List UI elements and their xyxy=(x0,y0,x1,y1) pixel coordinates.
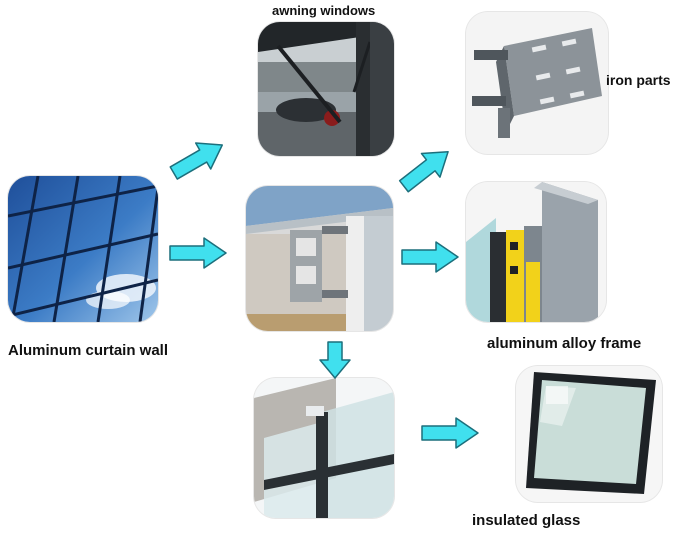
aluminum-alloy-frame-image xyxy=(466,182,606,322)
aluminum-alloy-frame-label: aluminum alloy frame xyxy=(487,335,642,352)
arrow-curtain-wall-to-bracket xyxy=(169,237,227,269)
insulated-glass-image xyxy=(516,366,662,502)
arrow-to-insulated-glass xyxy=(421,417,479,449)
awning-windows-image xyxy=(258,22,394,156)
curtain-wall-label: Aluminum curtain wall xyxy=(8,342,169,359)
arrow-to-curtain-wall-section xyxy=(319,341,351,379)
iron-parts-image xyxy=(466,12,608,154)
curtain-wall-bracket-image xyxy=(246,186,393,331)
arrow-to-awning-windows xyxy=(169,142,223,180)
curtain-wall-section-image xyxy=(254,378,394,518)
awning-windows-label: awning windows xyxy=(272,3,376,18)
curtain-wall-image xyxy=(8,176,158,322)
arrow-to-aluminum-alloy-frame xyxy=(401,241,459,273)
insulated-glass-label: insulated glass xyxy=(472,512,581,529)
iron-parts-label: iron parts xyxy=(606,72,671,88)
arrow-to-iron-parts xyxy=(398,151,449,193)
